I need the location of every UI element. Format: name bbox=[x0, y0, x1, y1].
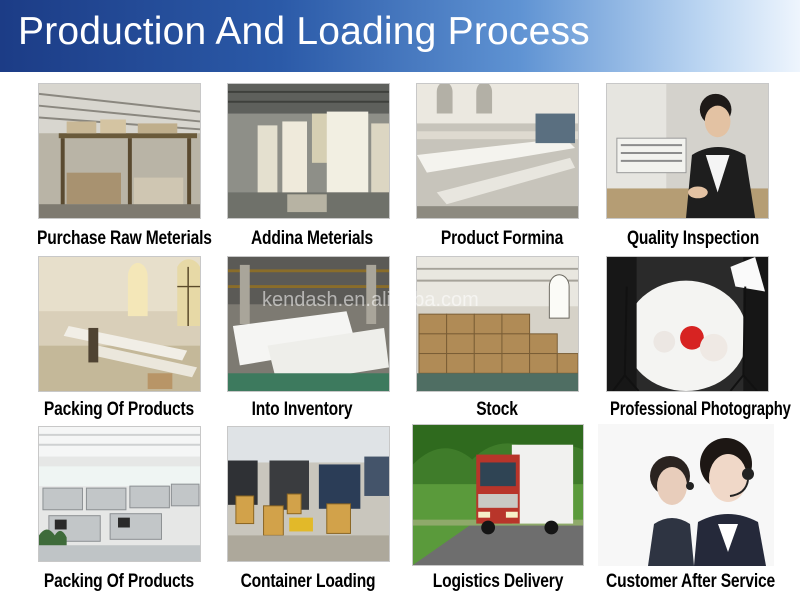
caption-adding-materials: Addina Meterials bbox=[250, 228, 374, 249]
photo-stock bbox=[416, 256, 579, 392]
photo-purchase-raw-materials bbox=[38, 83, 201, 219]
warehouse-racks-icon bbox=[39, 84, 200, 218]
caption-packing-of-products: Packing Of Products bbox=[43, 399, 195, 420]
caption-container-loading: Container Loading bbox=[240, 571, 376, 592]
photo-quality-inspection bbox=[606, 83, 769, 219]
caption-professional-photography: Professional Photography bbox=[610, 399, 791, 420]
photo-logistics-delivery bbox=[412, 424, 584, 566]
truck-icon bbox=[413, 425, 583, 565]
photo-packing-of-products bbox=[38, 256, 201, 392]
office-desks-icon bbox=[39, 427, 200, 561]
caption-into-inventory: Into Inventory bbox=[251, 399, 353, 420]
photo-office-packing bbox=[38, 426, 201, 562]
title-banner: Production And Loading Process bbox=[0, 0, 800, 72]
caption-product-forming: Product Formina bbox=[440, 228, 564, 249]
container-yard-icon bbox=[228, 427, 389, 561]
photo-product-forming bbox=[416, 83, 579, 219]
carton-stock-icon bbox=[417, 257, 578, 391]
caption-logistics-delivery: Logistics Delivery bbox=[432, 571, 564, 592]
caption-customer-after-service: Customer After Service bbox=[606, 571, 775, 592]
caption-office-packing: Packing Of Products bbox=[43, 571, 195, 592]
photo-customer-after-service bbox=[598, 424, 774, 566]
headset-agents-icon bbox=[598, 424, 774, 566]
photo-professional-photography bbox=[606, 256, 769, 392]
caption-quality-inspection: Quality Inspection bbox=[626, 228, 760, 249]
watermark-text: kendash.en.alibaba.com bbox=[262, 289, 479, 311]
wrapped-profiles-icon bbox=[228, 257, 389, 391]
extrusion-line-icon bbox=[417, 84, 578, 218]
packing-hall-icon bbox=[39, 257, 200, 391]
mixing-machines-icon bbox=[228, 84, 389, 218]
photo-container-loading bbox=[227, 426, 390, 562]
inspector-icon bbox=[607, 84, 768, 218]
photo-adding-materials bbox=[227, 83, 390, 219]
photo-into-inventory bbox=[227, 256, 390, 392]
photo-studio-icon bbox=[607, 257, 768, 391]
caption-purchase-raw-materials: Purchase Raw Meterials bbox=[37, 228, 212, 249]
caption-stock: Stock bbox=[476, 399, 518, 420]
page-title: Production And Loading Process bbox=[18, 10, 590, 53]
